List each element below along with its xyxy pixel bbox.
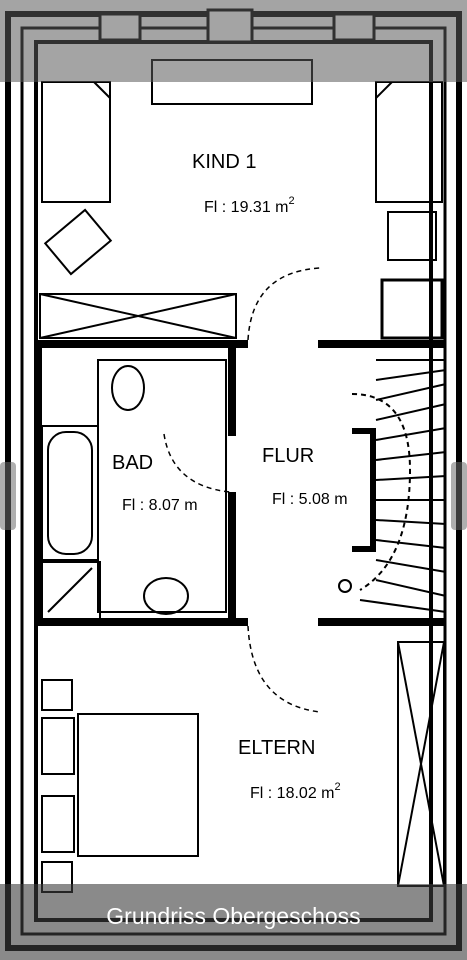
area-value: 18.02 m [277,785,335,802]
room-name-flur: FLUR [262,445,314,467]
room-name-eltern: ELTERN [238,737,315,759]
area-prefix: Fl : [250,785,277,802]
area-prefix: Fl : [204,199,231,216]
top-overlay-bar [0,0,467,82]
area-value: 19.31 m [231,199,289,216]
image-caption: Grundriss Obergeschoss [106,903,361,929]
room-area-flur: Fl : 5.08 m [272,491,348,508]
room-name-kind1: KIND 1 [192,151,256,173]
prev-image-handle[interactable] [0,462,16,530]
bad-fixtures [41,359,227,621]
kind1-furniture [39,59,444,340]
area-exponent: 2 [334,781,340,793]
eltern-furniture [41,641,445,893]
door-swings [163,267,321,713]
room-name-bad: BAD [112,452,153,474]
caption-bar [0,884,467,960]
area-exponent: 2 [288,195,294,207]
room-area-eltern: Fl : 18.02 m2 [250,781,341,802]
stairs [338,359,447,613]
next-image-handle[interactable] [451,462,467,530]
interior-walls [36,340,446,626]
room-area-bad: Fl : 8.07 m [122,497,198,514]
room-area-kind1: Fl : 19.31 m2 [204,195,295,216]
